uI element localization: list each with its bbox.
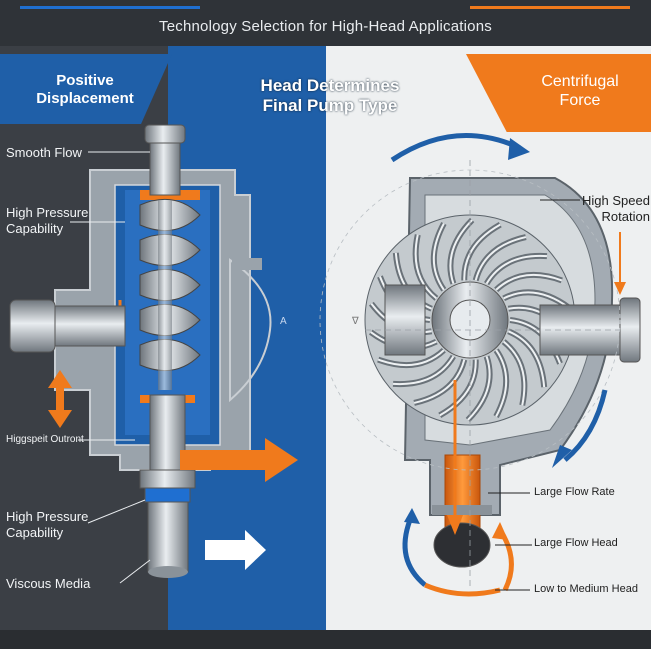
label-high-pressure-1-line-1: High Pressure bbox=[6, 205, 89, 220]
impeller-vane-highlight bbox=[485, 254, 548, 285]
impeller-vane-highlight bbox=[377, 349, 445, 367]
impeller-vane-highlight bbox=[503, 291, 570, 309]
impeller-vane-highlight bbox=[463, 223, 501, 281]
centrifugal-pump bbox=[319, 160, 641, 590]
arrow-down-orange bbox=[614, 232, 626, 295]
impeller-vane-highlight bbox=[507, 330, 546, 388]
impeller-vane-highlight bbox=[503, 340, 526, 406]
left-header-line-2: Displacement bbox=[36, 90, 134, 107]
mark-a: A bbox=[280, 316, 287, 327]
label-high-speed-rotation-line-2: Rotation bbox=[601, 209, 650, 224]
rotation-arrow-right bbox=[552, 389, 608, 468]
label-low-medium-head: Low to Medium Head bbox=[534, 583, 638, 595]
label-high-pressure-1: High Pressure Capability bbox=[6, 205, 88, 237]
right-leader-lines bbox=[488, 199, 580, 591]
label-high-pressure-2-line-1: High Pressure bbox=[6, 509, 89, 524]
impeller-vane-highlight bbox=[413, 359, 466, 404]
label-high-speed-rotation-line-1: High Speed bbox=[582, 193, 650, 208]
center-header: Head Determines Final Pump Type bbox=[230, 76, 430, 116]
label-high-speed-rotation: High Speed Rotation bbox=[582, 193, 650, 225]
left-header-box bbox=[0, 54, 172, 124]
page-title: Technology Selection for High-Head Appli… bbox=[159, 18, 492, 35]
top-accent-blue bbox=[20, 6, 200, 9]
impeller-vane-highlight bbox=[495, 349, 508, 418]
label-large-flow-head: Large Flow Head bbox=[534, 537, 618, 549]
label-large-flow-rate: Large Flow Rate bbox=[534, 486, 615, 498]
double-arrow-orange bbox=[48, 370, 72, 428]
top-accent-orange bbox=[470, 6, 630, 9]
mark-v: ∇ bbox=[352, 316, 359, 327]
left-header-line-1: Positive bbox=[56, 72, 114, 89]
center-header-line-2: Final Pump Type bbox=[262, 96, 398, 115]
rotation-arrow-bottom bbox=[402, 508, 514, 597]
center-header-line-1: Head Determines bbox=[260, 76, 400, 95]
impeller-vane-highlight bbox=[392, 355, 455, 386]
arrow-right-white bbox=[205, 530, 266, 570]
label-high-pressure-1-line-2: Capability bbox=[6, 221, 64, 236]
impeller-vane-highlight bbox=[495, 273, 563, 291]
right-header-line-2: Force bbox=[559, 92, 601, 109]
left-header: Positive Displacement bbox=[10, 72, 160, 108]
impeller-vane-highlight bbox=[439, 359, 477, 417]
impeller-vane-highlight bbox=[474, 236, 527, 281]
left-leader-lines bbox=[70, 151, 151, 584]
impeller-vane-highlight bbox=[449, 219, 473, 284]
impeller-vane-highlight bbox=[432, 222, 445, 291]
label-high-pressure-2-line-2: Capability bbox=[6, 525, 64, 540]
impeller-vanes bbox=[368, 217, 572, 423]
rotation-arrow-top bbox=[390, 133, 530, 163]
screw-pump bbox=[9, 124, 272, 578]
right-header: Centrifugal Force bbox=[510, 72, 650, 110]
label-high-pressure-2: High Pressure Capability bbox=[6, 509, 88, 541]
label-higgspeit-outront: Higgspeit Outront bbox=[6, 434, 84, 445]
right-header-line-1: Centrifugal bbox=[541, 73, 619, 90]
bottom-bar bbox=[0, 630, 651, 649]
label-viscous-media: Viscous Media bbox=[6, 576, 91, 591]
impeller-vane-highlight bbox=[467, 356, 491, 421]
arrow-right-orange bbox=[180, 438, 298, 482]
label-smooth-flow: Smooth Flow bbox=[6, 145, 82, 160]
impeller-vane-highlight bbox=[414, 234, 437, 300]
